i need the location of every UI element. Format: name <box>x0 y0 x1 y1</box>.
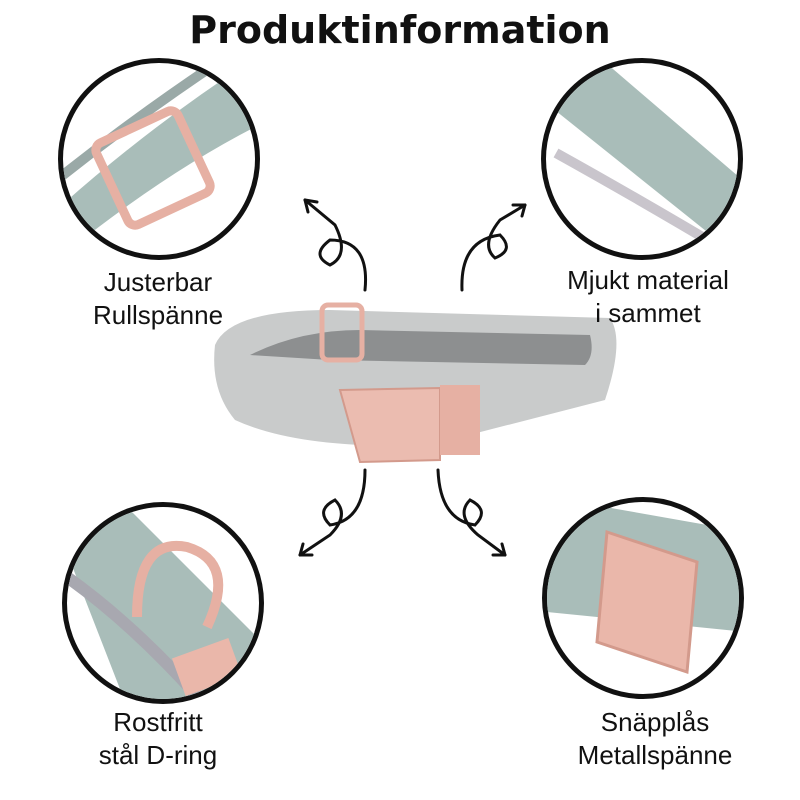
label-line: Rostfritt <box>113 707 203 737</box>
label-line: Snäpplås <box>600 707 710 737</box>
label-line: Justerbar <box>103 267 213 297</box>
label-line: Mjukt material <box>567 265 729 295</box>
d-ring-icon <box>67 507 259 699</box>
feature-label-snap-buckle: Snäpplås Metallspänne <box>525 706 785 772</box>
curly-arrow-top-right <box>460 203 527 292</box>
feature-label-roller-buckle: Justerbar Rullspänne <box>28 266 288 332</box>
label-line: stål D-ring <box>98 740 218 770</box>
snap-buckle-icon <box>547 502 739 675</box>
label-line: Rullspänne <box>92 300 224 330</box>
feature-label-d-ring: Rostfritt stål D-ring <box>28 706 288 772</box>
label-line: i sammet <box>595 298 701 328</box>
page-title: Produktinformation <box>189 8 611 52</box>
feature-label-velvet: Mjukt material i sammet <box>518 264 778 330</box>
roller-buckle-detail-image <box>58 58 260 260</box>
curly-arrow-bottom-left <box>298 468 367 557</box>
velvet-strap-detail-image <box>541 58 743 260</box>
curly-arrow-bottom-right <box>436 468 507 557</box>
curly-arrow-top-left <box>303 198 368 292</box>
snap-buckle-detail-image <box>542 497 744 699</box>
label-line: Metallspänne <box>577 740 733 770</box>
roller-buckle-icon <box>63 63 255 255</box>
d-ring-detail-image <box>62 502 264 704</box>
